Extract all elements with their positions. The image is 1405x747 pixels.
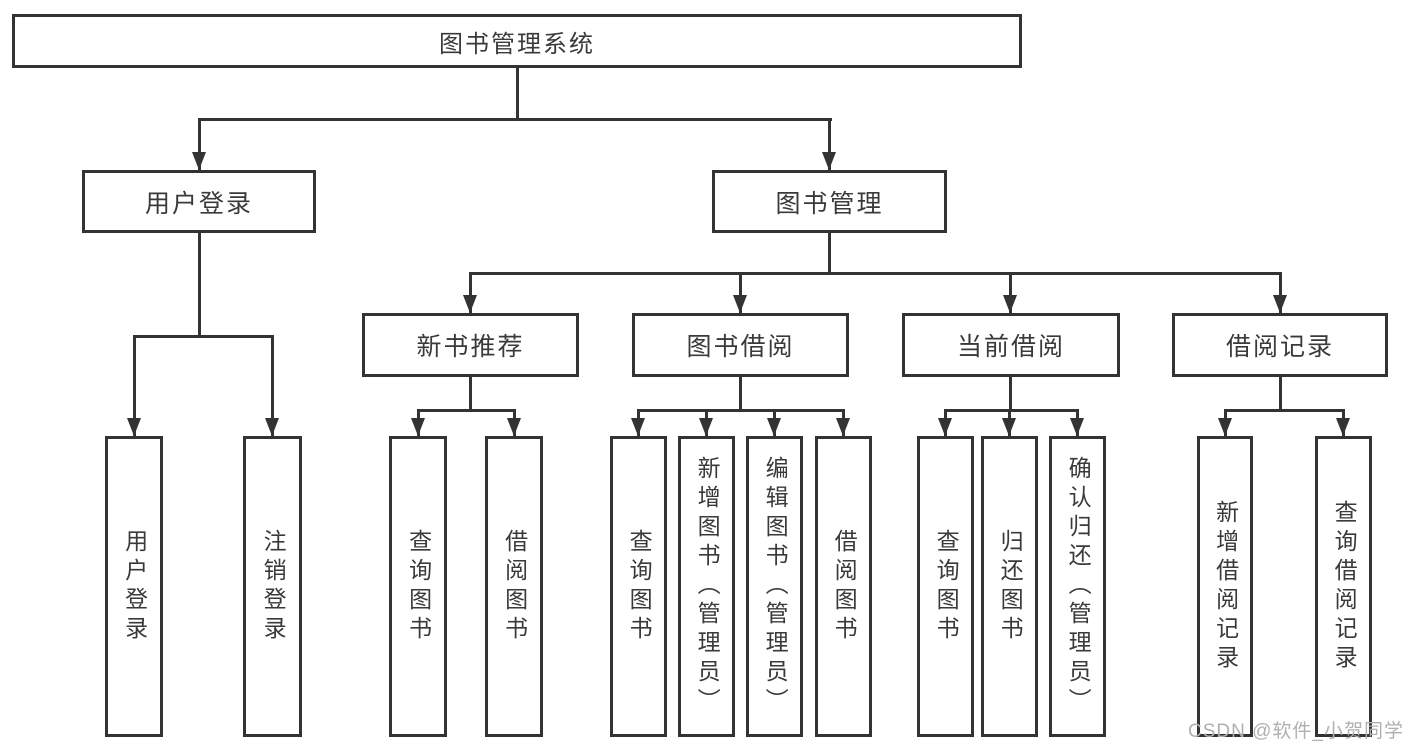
connector bbox=[637, 409, 845, 412]
connector bbox=[133, 335, 136, 436]
leaf-confirm-return-admin: 确认归还（管理员） bbox=[1049, 436, 1106, 737]
connector bbox=[1009, 377, 1012, 409]
leaf-query-book-borrow: 查询图书 bbox=[610, 436, 667, 737]
connector bbox=[198, 118, 832, 121]
connector bbox=[1224, 409, 1345, 412]
connector bbox=[1279, 377, 1282, 409]
connector bbox=[469, 272, 1281, 275]
leaf-borrow-book-recommend: 借阅图书 bbox=[485, 436, 543, 737]
leaf-query-book-recommend: 查询图书 bbox=[389, 436, 447, 737]
connector bbox=[828, 233, 831, 272]
node-root: 图书管理系统 bbox=[12, 14, 1022, 68]
connector bbox=[198, 118, 201, 170]
arrowhead bbox=[822, 152, 836, 170]
leaf-user-login: 用户登录 bbox=[105, 436, 163, 737]
arrowhead bbox=[631, 418, 645, 436]
arrowhead bbox=[1003, 295, 1017, 313]
node-book-borrow: 图书借阅 bbox=[632, 313, 849, 377]
leaf-query-borrow-record: 查询借阅记录 bbox=[1315, 436, 1372, 737]
connector bbox=[271, 335, 274, 436]
arrowhead bbox=[1002, 418, 1016, 436]
arrowhead bbox=[411, 418, 425, 436]
arrowhead bbox=[767, 418, 781, 436]
node-user-login: 用户登录 bbox=[82, 170, 316, 233]
arrowhead bbox=[836, 418, 850, 436]
connector bbox=[739, 377, 742, 409]
connector bbox=[469, 272, 472, 313]
connector bbox=[1009, 272, 1012, 313]
leaf-logout: 注销登录 bbox=[243, 436, 302, 737]
arrowhead bbox=[733, 295, 747, 313]
arrowhead bbox=[463, 295, 477, 313]
connector bbox=[198, 233, 201, 335]
arrowhead bbox=[699, 418, 713, 436]
leaf-borrow-book: 借阅图书 bbox=[815, 436, 872, 737]
connector bbox=[133, 335, 274, 338]
connector bbox=[1279, 272, 1282, 313]
leaf-query-book-current: 查询图书 bbox=[917, 436, 974, 737]
leaf-return-book: 归还图书 bbox=[981, 436, 1038, 737]
arrowhead bbox=[507, 418, 521, 436]
node-book-management: 图书管理 bbox=[712, 170, 947, 233]
arrowhead bbox=[1070, 418, 1084, 436]
csdn-watermark: CSDN @软件_小贺同学 bbox=[1188, 721, 1404, 742]
connector bbox=[417, 409, 516, 412]
arrowhead bbox=[127, 418, 141, 436]
arrowhead bbox=[1218, 418, 1232, 436]
arrowhead bbox=[1336, 418, 1350, 436]
leaf-add-book-admin: 新增图书（管理员） bbox=[678, 436, 735, 737]
connector bbox=[516, 68, 519, 118]
connector bbox=[828, 118, 831, 170]
arrowhead bbox=[265, 418, 279, 436]
arrowhead bbox=[192, 152, 206, 170]
node-new-book-recommend: 新书推荐 bbox=[362, 313, 579, 377]
connector bbox=[469, 377, 472, 409]
connector bbox=[739, 272, 742, 313]
node-current-borrow: 当前借阅 bbox=[902, 313, 1120, 377]
leaf-add-borrow-record: 新增借阅记录 bbox=[1197, 436, 1253, 737]
leaf-edit-book-admin: 编辑图书（管理员） bbox=[746, 436, 803, 737]
node-borrow-record: 借阅记录 bbox=[1172, 313, 1388, 377]
connector bbox=[944, 409, 1079, 412]
arrowhead bbox=[1273, 295, 1287, 313]
arrowhead bbox=[938, 418, 952, 436]
